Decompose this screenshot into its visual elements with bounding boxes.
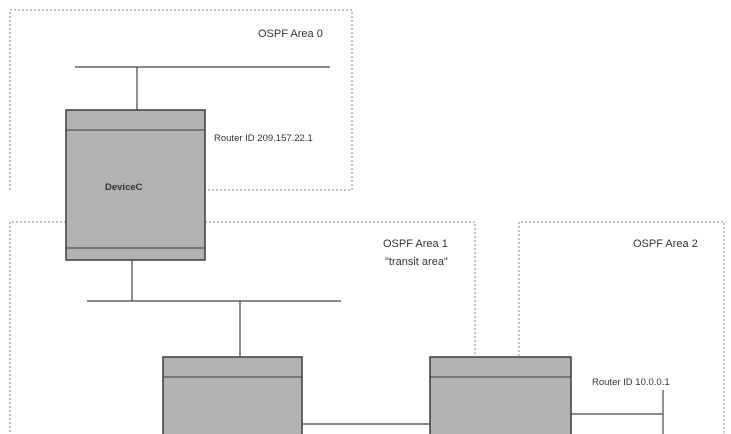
- router-area-2-body: [429, 356, 572, 434]
- network-links: [75, 66, 664, 434]
- area-2-title: OSPF Area 2: [633, 238, 698, 250]
- devicec-router-id: Router ID 209.157.22.1: [214, 133, 313, 144]
- area-1-subtitle: "transit area": [385, 256, 448, 268]
- area-2-router-id: Router ID 10.0.0.1: [592, 377, 670, 388]
- area-boundaries: [9, 9, 725, 434]
- router-devicec-body: [65, 109, 206, 261]
- area-1-title: OSPF Area 1: [383, 238, 448, 250]
- area-0-boundary: [9, 9, 353, 191]
- router-lower-left: [162, 356, 303, 434]
- area-0-title: OSPF Area 0: [258, 28, 323, 40]
- router-area-2: [429, 356, 572, 434]
- devicec-label: DeviceC: [105, 182, 143, 193]
- router-lower-left-body: [162, 356, 303, 434]
- area-2-boundary: [518, 221, 725, 434]
- router-devicec: DeviceC: [65, 109, 206, 261]
- area-1-boundary: [9, 221, 476, 434]
